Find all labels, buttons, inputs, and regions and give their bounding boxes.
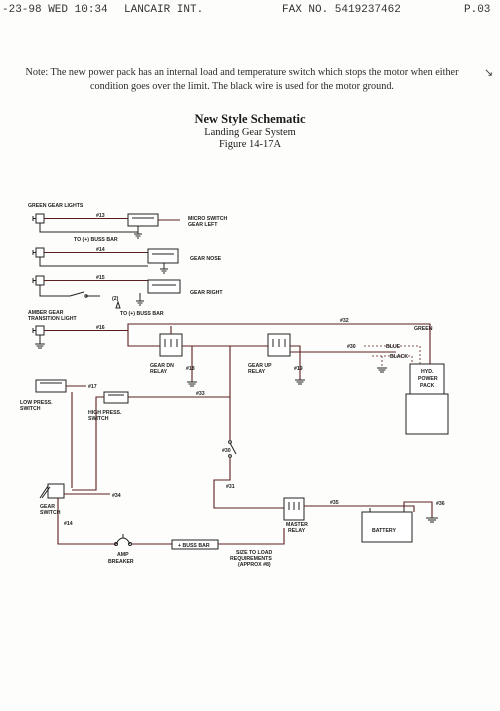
gear-switch-label-2: SWITCH xyxy=(40,510,61,516)
schematic-title: New Style Schematic xyxy=(194,112,306,126)
wire-34-label: #34 xyxy=(112,493,121,499)
green-light-left: #13 xyxy=(32,213,138,233)
micro-switch-right xyxy=(136,279,181,306)
vertical-switch-30 xyxy=(228,440,237,458)
amp-breaker xyxy=(114,534,172,546)
wire-19-label: #19 xyxy=(294,366,303,372)
size-to-load-label-3: (APPROX #8) xyxy=(238,562,271,568)
title-block: New Style Schematic Landing Gear System … xyxy=(0,112,500,151)
wire-15-label: #15 xyxy=(96,275,105,281)
fax-company: LANCAIR INT. xyxy=(124,4,204,16)
gear-dn-relay-label-1: GEAR DN xyxy=(150,363,174,369)
master-relay-label-2: RELAY xyxy=(288,528,306,534)
wire-32-label: #32 xyxy=(340,318,349,324)
wire-17-label: #17 xyxy=(88,384,97,390)
high-press-label-2: SWITCH xyxy=(88,416,109,422)
green-light-nose: #14 xyxy=(32,247,148,267)
feed-to-master-relay xyxy=(218,528,285,545)
master-relay xyxy=(283,497,415,521)
amber-transition-light: #16 #32 xyxy=(32,318,396,349)
high-press-switch xyxy=(72,391,230,491)
micro-switch-left xyxy=(127,213,180,239)
gear-switch-label-1: GEAR xyxy=(40,504,55,510)
gear-left-label: GEAR LEFT xyxy=(188,222,218,228)
wire-30-label: #30 xyxy=(347,344,356,350)
wire-36-label: #36 xyxy=(436,501,445,507)
fax-number: FAX NO. 5419237462 xyxy=(282,4,401,16)
hyd-label-2: POWER xyxy=(418,376,438,382)
note-text: Note: The new power pack has an internal… xyxy=(25,67,459,92)
master-relay-label-1: MASTER xyxy=(286,522,308,528)
wire-13-label: #13 xyxy=(96,213,105,219)
high-press-label-1: HIGH PRESS. xyxy=(88,410,122,416)
arrow-to-buss xyxy=(115,300,121,309)
green-gear-lights-label: GREEN GEAR LIGHTS xyxy=(28,203,84,209)
wire-30-label-2: #30 xyxy=(222,448,231,454)
fax-date: -23-98 WED 10:34 xyxy=(2,4,108,16)
low-press-label-2: SWITCH xyxy=(20,406,41,412)
blue-wire-label: BLUE xyxy=(386,344,401,350)
buss-bar-box-label: + BUSS BAR xyxy=(178,543,210,549)
gear-right-label: GEAR RIGHT xyxy=(190,290,223,296)
low-press-label-1: LOW PRESS. xyxy=(20,400,53,406)
battery xyxy=(361,501,438,543)
gear-up-relay-label-2: RELAY xyxy=(248,369,266,375)
black-wire-label: BLACK xyxy=(390,354,408,360)
to-buss-bar-label-1: TO (+) BUSS BAR xyxy=(74,237,118,243)
schematic-subtitle: Landing Gear System xyxy=(204,127,296,138)
green-light-right: #15 xyxy=(32,275,148,298)
wire-14b-label: #14 xyxy=(64,521,73,527)
margin-mark: ↘ xyxy=(484,67,494,79)
amp-label-1: AMP xyxy=(117,552,129,558)
gear-up-relay-label-1: GEAR UP xyxy=(248,363,272,369)
fax-page: P.03 xyxy=(464,4,491,16)
hyd-label-1: HYD. xyxy=(421,369,434,375)
micro-switch-label: MICRO SWITCH xyxy=(188,216,227,222)
hyd-power-pack xyxy=(405,363,449,435)
wire-2-label: (2) xyxy=(112,296,119,302)
fax-header: -23-98 WED 10:34 LANCAIR INT. FAX NO. 54… xyxy=(0,4,500,20)
size-to-load-label-1: SIZE TO LOAD xyxy=(236,550,272,556)
micro-switch-nose xyxy=(147,248,179,274)
gear-up-relay xyxy=(192,333,396,385)
battery-label: BATTERY xyxy=(372,528,396,534)
to-buss-bar-label-2: TO (+) BUSS BAR xyxy=(120,311,164,317)
hyd-label-3: PACK xyxy=(420,383,435,389)
amber-gear-label: AMBER GEAR xyxy=(28,310,64,316)
gear-switch xyxy=(39,483,116,545)
wire-31-label: #31 xyxy=(226,484,235,490)
gear-nose-label: GEAR NOSE xyxy=(190,256,222,262)
green-wire-label: GREEN xyxy=(414,326,433,332)
wire-18-label: #18 xyxy=(186,366,195,372)
figure-number: Figure 14-17A xyxy=(218,139,282,150)
gear-dn-relay xyxy=(127,326,197,387)
low-press-switch xyxy=(35,379,86,488)
wire-14-label: #14 xyxy=(96,247,105,253)
wire-33-label: #33 xyxy=(196,391,205,397)
gear-dn-relay-label-2: RELAY xyxy=(150,369,168,375)
wire-35-label: #35 xyxy=(330,500,339,506)
transition-light-label: TRANSITION LIGHT xyxy=(28,316,78,322)
size-to-load-label-2: REQUIREMENTS xyxy=(230,556,272,562)
wire-16-label: #16 xyxy=(96,325,105,331)
amp-label-2: BREAKER xyxy=(108,559,134,565)
